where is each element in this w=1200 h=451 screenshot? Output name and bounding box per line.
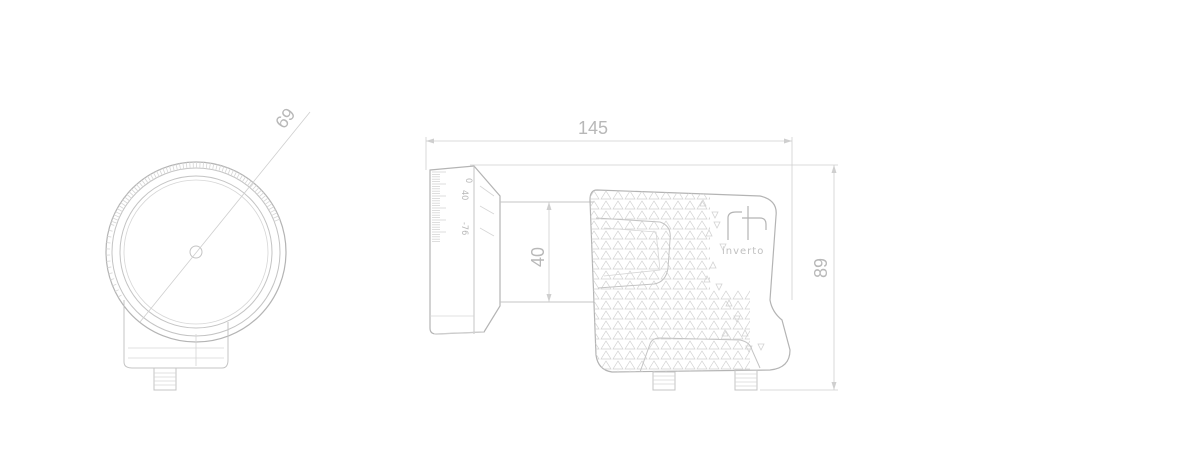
length-extension-lines <box>425 137 793 300</box>
neck-arrow-top <box>546 202 552 210</box>
height-label: 89 <box>811 258 831 278</box>
length-arrow-right <box>784 138 792 144</box>
side-f-connector-1 <box>652 371 676 391</box>
front-face-inner <box>123 179 269 325</box>
body-recess-inner <box>603 227 661 277</box>
height-arrow-top <box>831 165 837 173</box>
front-housing <box>123 300 229 369</box>
feedhorn-ring: 0 40 -76 <box>429 165 501 335</box>
front-view: 69 <box>105 104 311 391</box>
length-label: 145 <box>578 118 608 138</box>
height-arrow-bottom <box>831 382 837 390</box>
body-recess <box>595 217 671 289</box>
body-triangle-pattern <box>590 190 750 372</box>
brand-name: inverto <box>722 246 764 257</box>
front-ring-ticks <box>106 161 280 298</box>
scale-mark-mid: 40 <box>459 190 469 200</box>
lnb-body: inverto <box>589 189 791 373</box>
side-view: 145 89 0 40 -76 40 <box>425 118 838 391</box>
height-extension-lines <box>470 164 838 391</box>
front-ring-inner-edge <box>111 167 281 337</box>
ring-side-marks <box>479 185 495 237</box>
diameter-label: 69 <box>271 104 299 132</box>
front-housing-seams <box>128 347 224 359</box>
front-outer-ring <box>105 161 287 343</box>
inverto-logo: inverto <box>722 206 767 257</box>
scattered-triangles <box>699 199 765 353</box>
neck-arrow-bottom <box>546 294 552 302</box>
front-face <box>119 175 273 329</box>
side-f-connector-2 <box>734 369 758 391</box>
diameter-dimension-line <box>139 111 311 323</box>
front-center-mark <box>189 245 203 259</box>
length-arrow-left <box>426 138 434 144</box>
scale-mark-low: -76 <box>459 222 469 235</box>
skew-scale-ticks <box>432 171 446 243</box>
body-base-plate <box>639 337 761 373</box>
scale-mark-top: 0 <box>463 178 473 183</box>
neck: 40 <box>500 201 594 303</box>
neck-label: 40 <box>528 247 548 267</box>
front-f-connector <box>153 367 177 391</box>
